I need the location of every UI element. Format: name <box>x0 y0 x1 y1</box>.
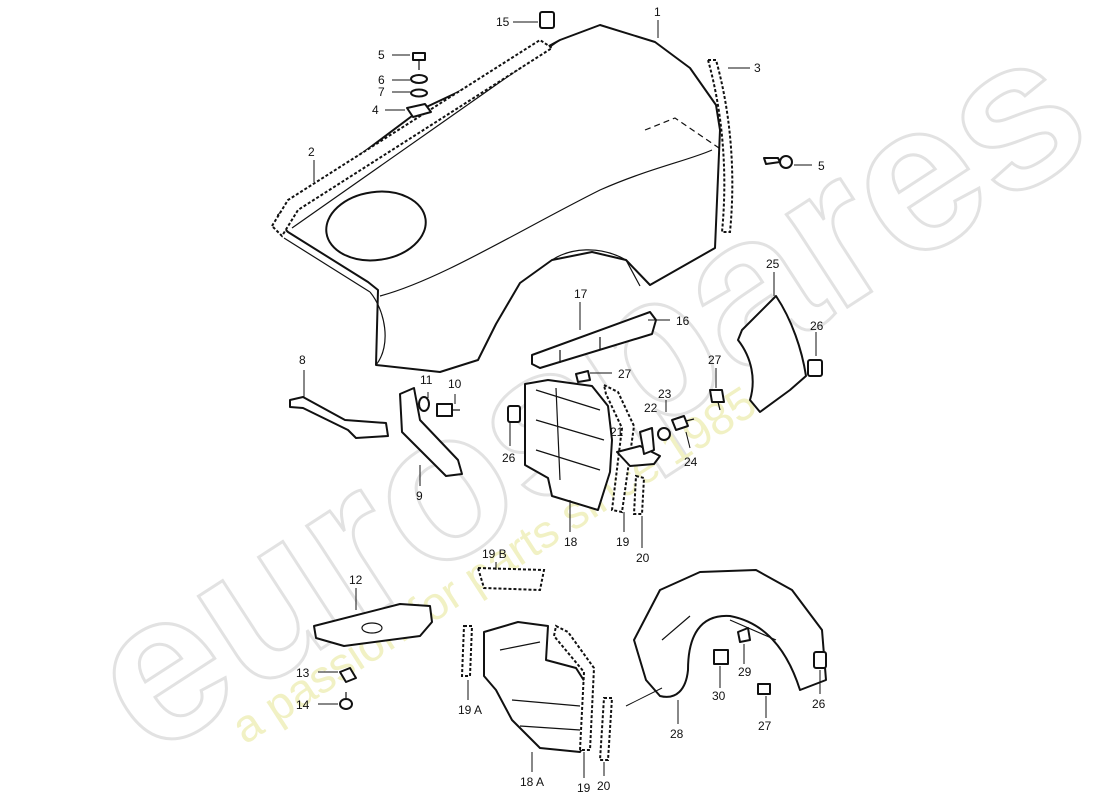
callout-26b: 26 <box>502 451 516 465</box>
liner-panel-18 <box>524 379 613 511</box>
seal-19 <box>602 383 636 514</box>
cover-25 <box>737 295 807 413</box>
clip-29 <box>737 627 751 643</box>
wing-seal-strip <box>270 38 554 238</box>
callout-28: 28 <box>670 727 684 741</box>
bracket-22 <box>639 427 655 455</box>
callout-26c: 26 <box>812 697 826 711</box>
callout-23: 23 <box>658 387 672 401</box>
callout-13: 13 <box>296 666 310 680</box>
bracket-9 <box>399 387 463 477</box>
callout-22: 22 <box>644 401 658 415</box>
seal-20-lower <box>598 697 614 761</box>
clip-15 <box>539 11 555 29</box>
callout-27b: 27 <box>708 353 722 367</box>
callout-8: 8 <box>299 353 306 367</box>
leader-lines <box>303 20 821 778</box>
screw-5-right <box>763 155 793 169</box>
callout-19b: 19 B <box>482 547 507 561</box>
callout-14: 14 <box>296 698 310 712</box>
seal-20 <box>632 474 646 515</box>
wheelhouse-liner-28 <box>633 569 827 698</box>
bolt-10 <box>436 403 460 417</box>
callout-18: 18 <box>564 535 578 549</box>
callout-26a: 26 <box>810 319 824 333</box>
washer-23 <box>657 427 671 441</box>
screw-27-right <box>709 389 725 411</box>
rail-16-17 <box>531 311 657 369</box>
callout-15: 15 <box>496 15 510 29</box>
callout-19a: 19 A <box>458 703 482 717</box>
callout-29: 29 <box>738 665 752 679</box>
clip-26-left <box>507 405 521 423</box>
nut-14 <box>339 692 353 710</box>
front-wing <box>277 24 723 373</box>
clip-13 <box>339 667 357 683</box>
callout-5b: 5 <box>818 159 825 173</box>
callout-24: 24 <box>684 455 698 469</box>
nut-27-mid <box>575 370 591 383</box>
clip-26-right <box>807 359 823 377</box>
callout-9: 9 <box>416 489 423 503</box>
fastener-stack <box>406 52 432 118</box>
callout-2: 2 <box>308 145 315 159</box>
callout-4: 4 <box>372 103 379 117</box>
seal-19b <box>476 566 546 592</box>
seal-19-lower <box>552 624 596 751</box>
screw-30 <box>713 649 729 665</box>
callout-3: 3 <box>754 61 761 75</box>
callout-11: 11 <box>420 373 433 387</box>
clip-26-bottom <box>813 651 827 669</box>
callout-6: 6 <box>378 73 385 87</box>
callout-18a: 18 A <box>520 775 544 789</box>
callout-5a: 5 <box>378 48 385 62</box>
callout-10: 10 <box>448 377 462 391</box>
bracket-8 <box>289 396 389 439</box>
bolt-24 <box>671 415 695 431</box>
washer-11 <box>418 396 430 412</box>
seal-19a <box>460 625 474 677</box>
callout-20: 20 <box>636 551 650 565</box>
wing-rear-seal <box>706 59 734 233</box>
callout-21: 21 <box>610 425 624 439</box>
callout-16: 16 <box>676 314 690 328</box>
callout-25: 25 <box>766 257 780 271</box>
callout-12: 12 <box>349 573 363 587</box>
callout-1: 1 <box>654 5 661 19</box>
callout-27c: 27 <box>758 719 772 733</box>
callout-20-lower: 20 <box>597 779 611 793</box>
callout-19: 19 <box>616 535 630 549</box>
callout-7: 7 <box>378 85 385 99</box>
skid-plate-12 <box>313 603 433 647</box>
callout-19-lower: 19 <box>577 781 591 795</box>
callout-30: 30 <box>712 689 726 703</box>
screw-27-bottom <box>757 683 771 695</box>
callout-17: 17 <box>574 287 588 301</box>
callout-27a: 27 <box>618 367 632 381</box>
callout-labels: 1 2 3 4 5 5 6 7 8 9 10 11 12 13 14 15 16… <box>296 5 826 795</box>
